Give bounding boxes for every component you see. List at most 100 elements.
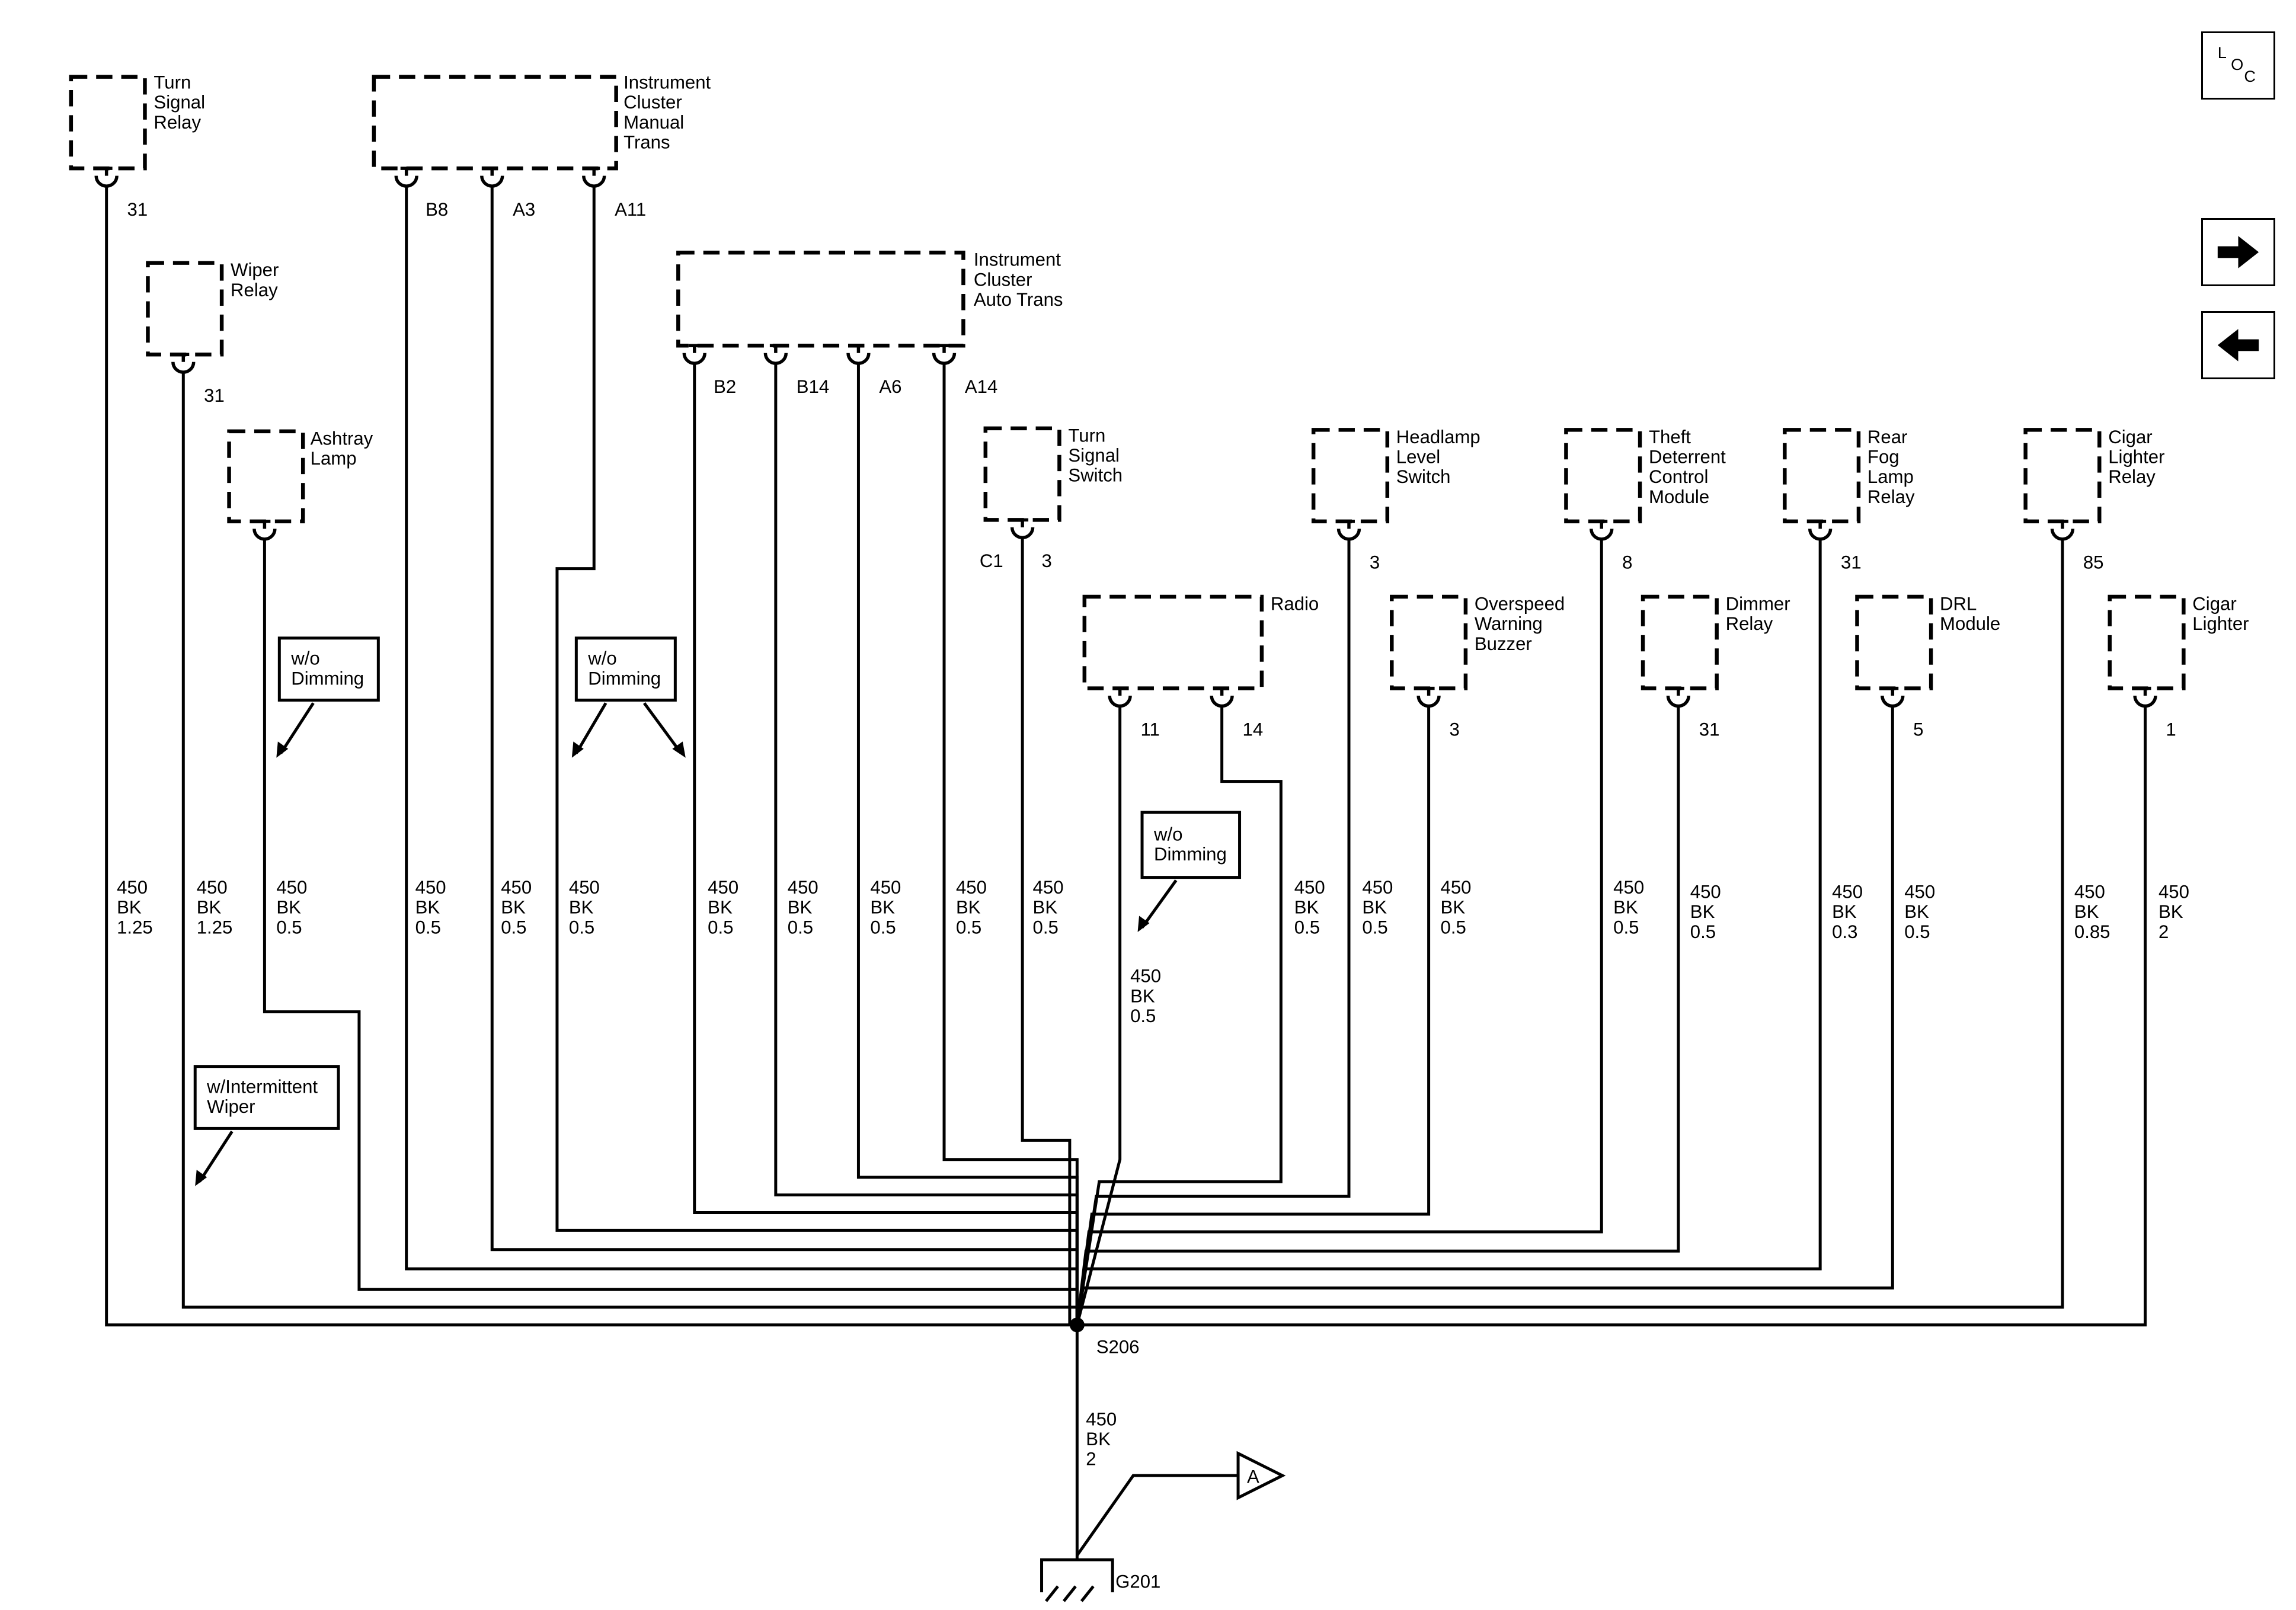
ashtray-lamp-box	[227, 429, 305, 524]
wire-label-19-line-2: 0.85	[2074, 921, 2110, 942]
theft-deterrent-control-module-pin-label-0: 8	[1622, 552, 1632, 573]
note-3-line-0: w/Intermittent	[206, 1077, 318, 1097]
wire-label-10-line-2: 0.5	[1033, 917, 1059, 937]
instrument-cluster-auto-trans-box	[676, 251, 965, 348]
turn-signal-switch-label-line-2: Switch	[1068, 465, 1123, 486]
theft-deterrent-control-module-label-line-0: Theft	[1649, 427, 1691, 447]
loc-o: O	[2231, 55, 2243, 73]
wire-label-20-line-0: 450	[2159, 882, 2189, 902]
wire-cluster-manual-b8	[405, 186, 1079, 1325]
wire-label-13-line-2: 0.5	[1362, 917, 1387, 937]
rear-fog-lamp-relay-box	[1783, 428, 1861, 524]
turn-signal-switch-label-line-1: Signal	[1068, 445, 1120, 466]
wire-label-0-line-0: 450	[117, 877, 148, 898]
cigar-lighter-relay-label-line-0: Cigar	[2108, 427, 2152, 447]
instrument-cluster-manual-trans-label-line-0: Instrument	[623, 72, 711, 93]
note-3-line-1: Wiper	[207, 1096, 255, 1117]
wire-label-7-line-2: 0.5	[788, 917, 813, 937]
wire-label-9-line-0: 450	[956, 877, 987, 898]
turn-signal-relay-box	[69, 75, 147, 171]
instrument-cluster-auto-trans-pin-label-3: A14	[965, 376, 997, 397]
cigar-lighter-relay-pin-label-0: 85	[2083, 552, 2104, 573]
headlamp-level-switch-box	[1311, 428, 1390, 524]
cigar-lighter-label-line-1: Lighter	[2192, 613, 2249, 634]
dimmer-relay-label-line-1: Relay	[1726, 613, 1773, 634]
wire-label-21-line-1: BK	[1086, 1429, 1111, 1449]
turn-signal-switch-pin-0	[1010, 518, 1035, 540]
rear-fog-lamp-relay-pin-0	[1808, 520, 1833, 541]
headlamp-level-switch-label-line-0: Headlamp	[1396, 427, 1480, 447]
wire-label-14-line-0: 450	[1441, 877, 1472, 898]
note-arrow-2a	[575, 702, 607, 754]
radio-pin-label-0: 11	[1141, 719, 1160, 740]
theft-deterrent-control-module-pin-0	[1590, 520, 1614, 541]
cigar-lighter-relay-label-line-1: Lighter	[2108, 446, 2164, 467]
instrument-cluster-manual-trans-label-line-2: Manual	[623, 112, 684, 133]
wire-label-18-line-2: 0.5	[1904, 921, 1930, 942]
rear-fog-lamp-relay-label-line-1: Fog	[1868, 446, 1900, 467]
overspeed-warning-buzzer-label-line-1: Warning	[1475, 613, 1543, 634]
wire-label-0-line-1: BK	[117, 897, 142, 918]
theft-deterrent-control-module-label-line-2: Control	[1649, 466, 1708, 487]
wire-label-12-line-1: BK	[1294, 897, 1319, 918]
drl-module-box	[1855, 594, 1933, 690]
loc-button[interactable]: L O C	[2201, 31, 2275, 100]
wire-label-13-line-0: 450	[1362, 877, 1393, 898]
radio-pin-label-1: 14	[1243, 719, 1264, 740]
note-0-line-1: Dimming	[291, 668, 364, 689]
instrument-cluster-auto-trans-pin-0	[682, 344, 706, 365]
note-0-line-0: w/o	[290, 648, 319, 669]
wire-label-18-line-0: 450	[1904, 882, 1935, 902]
note-arrow-4	[198, 1131, 234, 1183]
previous-page-button[interactable]	[2201, 311, 2275, 379]
rear-fog-lamp-relay-pin-label-0: 31	[1841, 552, 1862, 573]
wire-label-4-line-1: BK	[501, 897, 526, 918]
wire-turn-signal-relay	[105, 186, 1077, 1327]
note-arrowhead-2a	[571, 741, 584, 758]
wire-label-12-line-2: 0.5	[1294, 917, 1320, 937]
note-arrow-2b	[642, 702, 683, 754]
wire-label-19-line-0: 450	[2074, 882, 2105, 902]
note-1-line-0: w/o	[587, 648, 616, 669]
overspeed-warning-buzzer-pin-label-0: 3	[1450, 719, 1460, 740]
instrument-cluster-auto-trans-pin-label-0: B2	[714, 376, 736, 397]
ashtray-lamp-label-line-0: Ashtray	[311, 428, 373, 449]
instrument-cluster-manual-trans-label-line-3: Trans	[623, 132, 670, 153]
instrument-cluster-manual-trans-pin-label-1: A3	[513, 199, 535, 220]
dimmer-relay-pin-label-0: 31	[1699, 719, 1720, 740]
wire-label-11-line-2: 0.5	[1130, 1006, 1156, 1026]
instrument-cluster-manual-trans-pin-label-0: B8	[426, 199, 448, 220]
wire-label-10-line-0: 450	[1033, 877, 1064, 898]
note-2-line-0: w/o	[1153, 824, 1182, 844]
text-labels: TurnSignalRelay31InstrumentClusterManual…	[117, 72, 2249, 1470]
drl-module-pin-0	[1881, 686, 1905, 708]
rear-fog-lamp-relay-label-line-3: Relay	[1868, 486, 1915, 507]
cigar-lighter-label-line-0: Cigar	[2192, 593, 2236, 614]
turn-signal-switch-box	[983, 426, 1061, 522]
wire-label-8-line-1: BK	[870, 897, 895, 918]
wiper-relay-pin-label-0: 31	[204, 385, 225, 406]
wire-label-5-line-2: 0.5	[569, 917, 594, 937]
wire-cluster-manual-a11	[555, 186, 1079, 1325]
instrument-cluster-auto-trans-label-line-2: Auto Trans	[974, 289, 1063, 310]
instrument-cluster-auto-trans-pin-label-2: A6	[879, 376, 901, 397]
wire-label-17-line-0: 450	[1832, 882, 1863, 902]
ashtray-lamp-pin-0	[252, 520, 277, 541]
wire-label-5-line-0: 450	[569, 877, 600, 898]
turn-signal-relay-label-line-1: Signal	[154, 92, 205, 113]
wire-label-15-line-2: 0.5	[1613, 917, 1639, 937]
instrument-cluster-manual-trans-pin-0	[394, 167, 418, 188]
wire-label-15-line-0: 450	[1613, 877, 1644, 898]
wire-label-21-line-2: 2	[1086, 1449, 1096, 1470]
wire-label-4-line-2: 0.5	[501, 917, 526, 937]
radio-pin-1	[1210, 686, 1234, 708]
radio-pin-0	[1108, 686, 1132, 708]
next-page-button[interactable]	[2201, 218, 2275, 286]
wire-label-9-line-2: 0.5	[956, 917, 981, 937]
ground-hatch	[1045, 1585, 1095, 1602]
wire-label-3-line-0: 450	[415, 877, 446, 898]
turn-signal-switch-label-line-0: Turn	[1068, 425, 1105, 446]
instrument-cluster-auto-trans-pin-3	[932, 344, 957, 365]
wire-label-17-line-2: 0.3	[1832, 921, 1857, 942]
